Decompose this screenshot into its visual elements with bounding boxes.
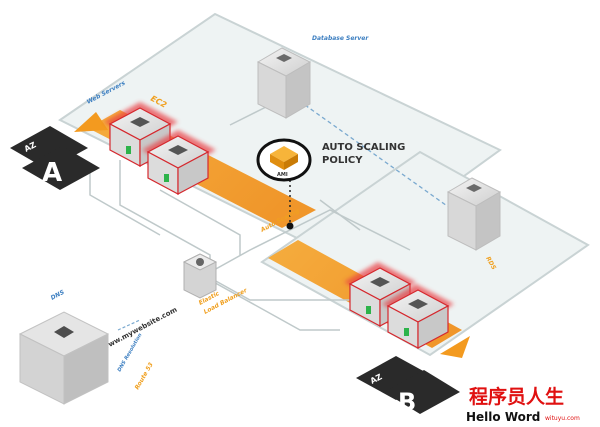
route53-label: Route 53 bbox=[134, 361, 155, 391]
zone-a-arrow-head bbox=[74, 112, 108, 132]
database-server-replica bbox=[446, 177, 502, 251]
dns-label: DNS bbox=[50, 289, 66, 302]
web-server-b2 bbox=[382, 284, 454, 349]
az-b-letter: B bbox=[398, 388, 416, 416]
watermark-english: Hello Word bbox=[466, 410, 540, 424]
az-b-badge bbox=[356, 356, 460, 414]
ami-icon bbox=[256, 138, 312, 182]
az-a-letter: A bbox=[42, 158, 62, 188]
autoscaling-link-dot bbox=[286, 222, 294, 230]
web-server-a2 bbox=[142, 130, 216, 195]
route53-dns-icon bbox=[18, 311, 110, 405]
database-server-label-line1: Database Server bbox=[312, 35, 369, 42]
database-server-master bbox=[256, 47, 312, 119]
dns-link-line bbox=[117, 319, 141, 331]
az-a-badge bbox=[6, 116, 100, 190]
auto-scaling-policy-title-line1: AUTO SCALING bbox=[322, 142, 405, 153]
auto-scaling-policy-title-line2: POLICY bbox=[322, 155, 363, 166]
watermark-background bbox=[462, 380, 600, 427]
zone-b-arrow-head bbox=[440, 336, 470, 358]
watermark-domain: wituyu.com bbox=[545, 415, 580, 422]
elastic-load-balancer-icon bbox=[182, 253, 218, 299]
dashed-db-link bbox=[304, 104, 451, 209]
ami-label: AMI bbox=[277, 172, 288, 178]
zone-b-platform bbox=[260, 150, 590, 357]
watermark-chinese: 程序员人生 bbox=[469, 385, 564, 408]
website-url: www.mywebsite.com bbox=[101, 306, 178, 352]
web-server-a1 bbox=[104, 102, 178, 167]
